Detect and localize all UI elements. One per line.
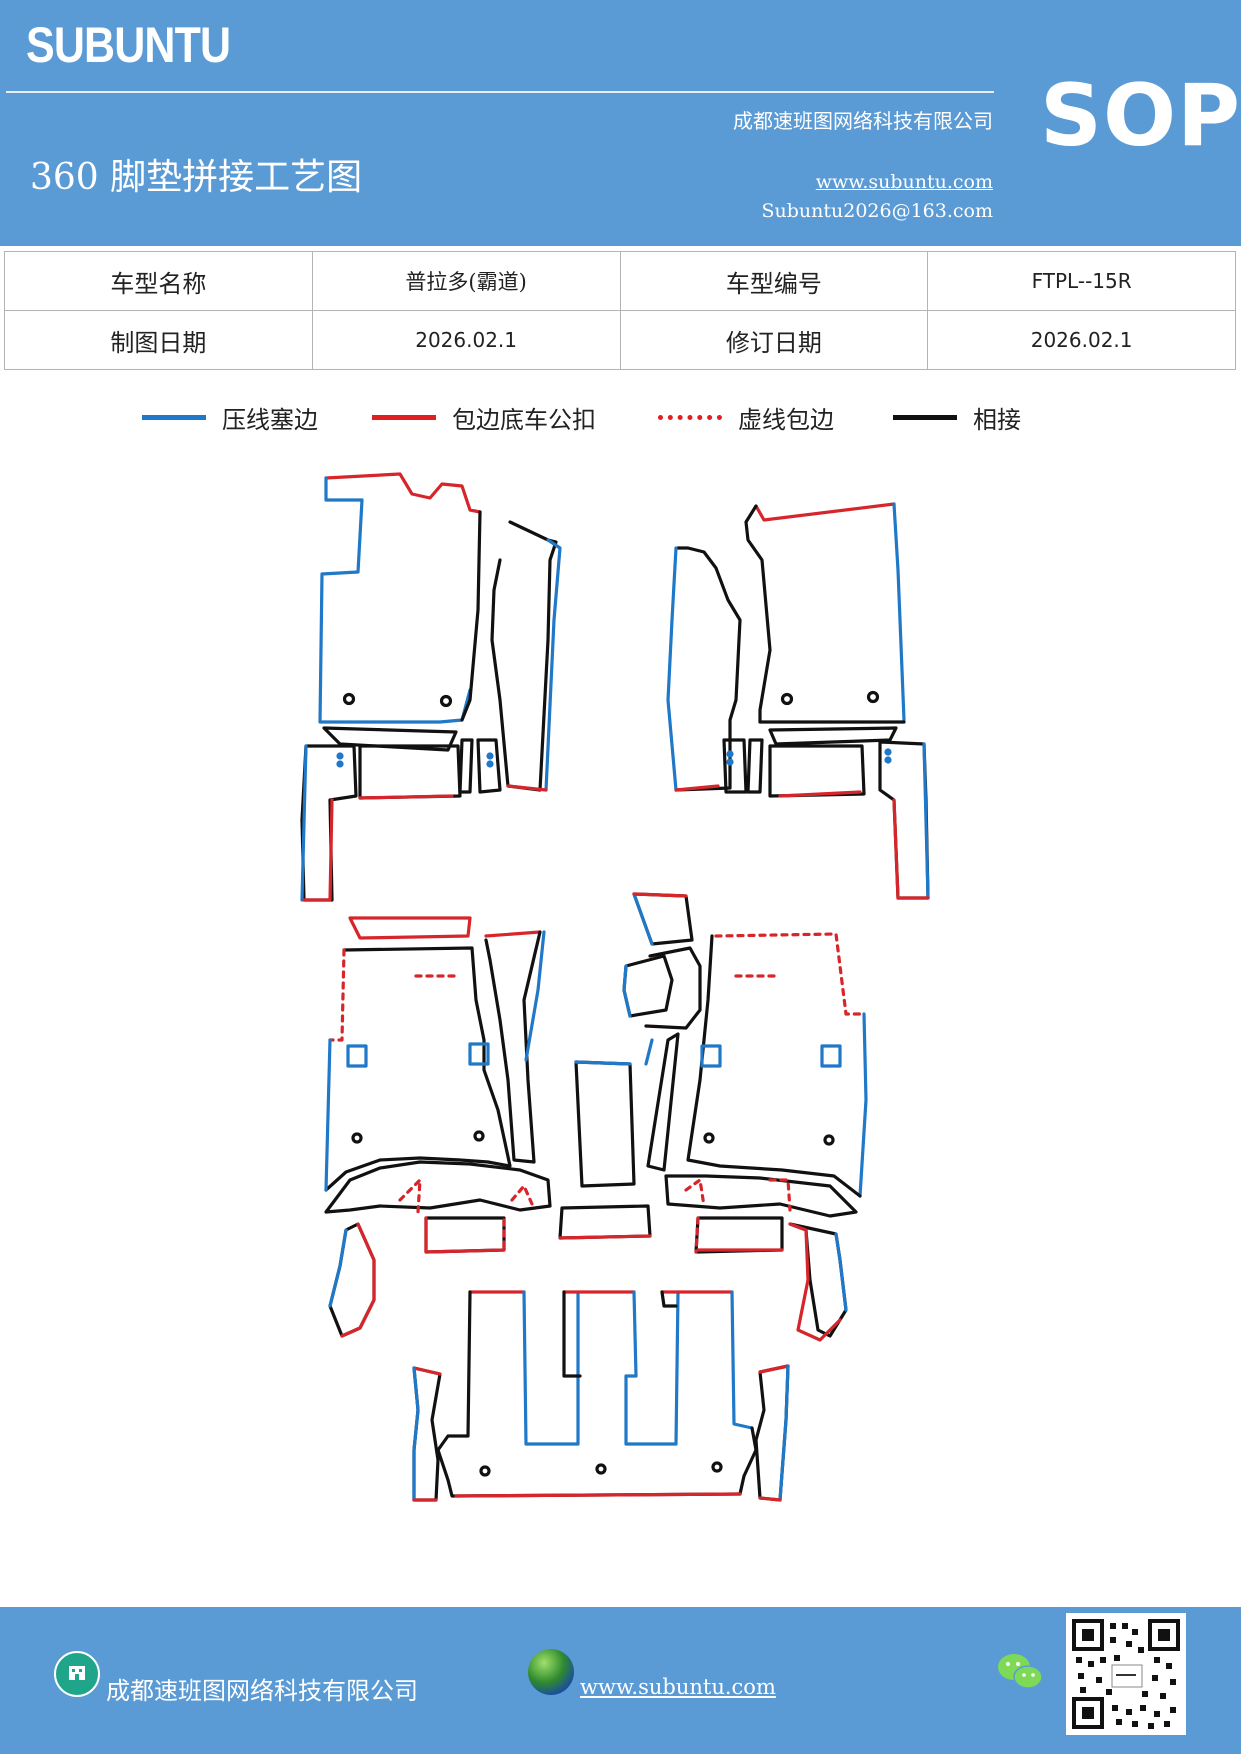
front-left-mat [300,472,562,902]
table-row: 制图日期 2026.02.1 修订日期 2026.02.1 [4,310,1236,370]
model-name-label: 车型名称 [4,251,313,311]
qr-code[interactable] [1066,1613,1186,1735]
legend-item-joint: 相接 [893,400,1021,435]
footer: 成都速班图网络科技有限公司 www.subuntu.com [0,1607,1241,1754]
third-row-mat [412,1290,790,1502]
wechat-icon[interactable] [996,1651,1044,1697]
legend: 压线塞边 包边底车公扣 虚线包边 相接 [0,400,1241,440]
company-icon [54,1651,100,1697]
second-row-right-mat [664,932,868,1342]
sop-label: SOP [1040,66,1241,166]
brand-logo: SUBUNTU [26,17,231,73]
table-row: 车型名称 普拉多(霸道) 车型编号 FTPL--15R [4,251,1236,311]
page-title: 360 脚垫拼接工艺图 [30,157,363,198]
model-name-value: 普拉多(霸道) [311,251,621,311]
header-divider [6,91,994,93]
red-line-swatch [372,415,436,420]
front-right-mat [666,502,930,900]
revise-date-label: 修订日期 [619,310,929,370]
footer-website-link[interactable]: www.subuntu.com [580,1675,776,1699]
revise-date-value: 2026.02.1 [927,310,1236,370]
legend-item-dotted-edge: 虚线包边 [658,400,834,435]
floor-mat-diagram [300,472,930,1502]
header: SUBUNTU SOP 成都速班图网络科技有限公司 360 脚垫拼接工艺图 ww… [0,0,1241,246]
company-name: 成都速班图网络科技有限公司 [733,109,993,133]
legend-item-edge-buckle: 包边底车公扣 [372,400,596,435]
globe-icon [528,1649,574,1695]
second-row-left-mat [324,916,552,1338]
vehicle-info-table: 车型名称 普拉多(霸道) 车型编号 FTPL--15R 制图日期 2026.02… [4,251,1236,370]
model-code-label: 车型编号 [619,251,929,311]
footer-company-name: 成都速班图网络科技有限公司 [106,1677,418,1705]
website-link[interactable]: www.subuntu.com [815,171,993,193]
email-address: Subuntu2026@163.com [761,200,993,222]
red-dotted-swatch [658,415,722,420]
legend-label: 虚线包边 [738,406,834,434]
legend-label: 相接 [973,406,1021,434]
blue-line-swatch [142,415,206,420]
draw-date-value: 2026.02.1 [311,310,621,370]
legend-label: 包边底车公扣 [452,406,596,434]
draw-date-label: 制图日期 [4,310,313,370]
center-tunnel-mat [558,892,702,1240]
black-line-swatch [893,415,957,420]
legend-label: 压线塞边 [222,406,318,434]
model-code-value: FTPL--15R [927,251,1236,311]
legend-item-press-line: 压线塞边 [142,400,318,435]
